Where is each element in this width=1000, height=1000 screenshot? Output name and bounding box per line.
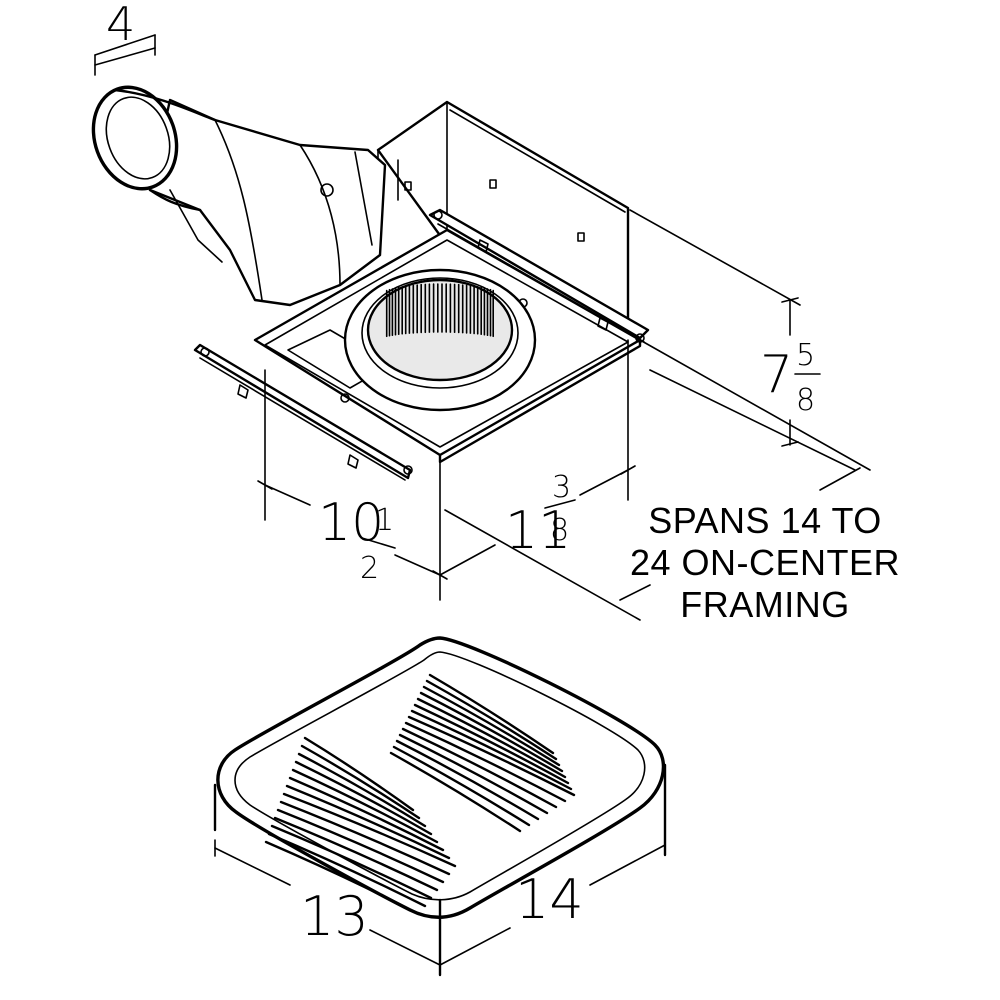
- housing-width-whole: 11: [505, 501, 571, 561]
- grille-louver: [267, 832, 427, 908]
- grille-louver: [291, 768, 439, 844]
- framing-note-line-3: FRAMING: [680, 584, 850, 625]
- grille-dimension-lines: [214, 836, 666, 966]
- grille-louver: [288, 776, 445, 852]
- housing-width-label: 11 3 8: [505, 470, 576, 561]
- housing-depth-whole: 10: [318, 493, 384, 553]
- grille-louvers: [264, 673, 576, 916]
- framing-note-line-1: SPANS 14 TO: [648, 500, 882, 541]
- housing-height-whole: 7: [760, 345, 793, 405]
- duct-connector: [91, 85, 387, 307]
- grille-louver: [419, 691, 564, 773]
- grille-louver: [425, 679, 558, 761]
- grille-louver: [407, 715, 576, 797]
- grille-louver: [401, 727, 558, 809]
- fan-housing: [376, 100, 630, 340]
- framing-note-line-2: 24 ON-CENTER: [629, 542, 901, 583]
- grille-louver: [300, 744, 421, 820]
- housing-width-denominator: 8: [550, 513, 569, 548]
- blower-wheel-blades: [385, 283, 495, 338]
- framing-note: SPANS 14 TO 24 ON-CENTER FRAMING: [600, 500, 930, 626]
- housing-depth-label: 10 1 2: [318, 493, 396, 586]
- grille-louver: [285, 784, 451, 860]
- grille-louver: [282, 792, 457, 868]
- duct-diameter-label: 4: [106, 0, 135, 51]
- housing-height-denominator: 8: [796, 383, 815, 418]
- grille-louver: [303, 736, 415, 812]
- grille-louver: [270, 824, 433, 900]
- housing-width-numerator: 3: [552, 470, 571, 505]
- grille-louver: [294, 760, 433, 836]
- grille-louver: [264, 840, 421, 916]
- grille-louver: [389, 751, 522, 833]
- grille-louver: [273, 816, 439, 892]
- grille-louver: [422, 685, 561, 767]
- housing-depth-numerator: 1: [375, 503, 394, 538]
- grille-depth-label: 13: [300, 885, 369, 948]
- grille-louver: [416, 697, 567, 779]
- housing-dimension-lines: [94, 34, 871, 621]
- grille-louver: [413, 703, 570, 785]
- grille-louver: [279, 800, 451, 876]
- grille: [213, 636, 667, 977]
- grille-louver: [428, 673, 555, 755]
- grille-louver: [276, 808, 445, 884]
- housing-depth-denominator: 2: [360, 551, 379, 586]
- mounting-frame: [193, 208, 650, 481]
- grille-louver: [395, 739, 540, 821]
- grille-louver: [410, 709, 573, 791]
- grille-width-label: 14: [515, 868, 584, 931]
- grille-louver: [392, 745, 531, 827]
- grille-louver: [404, 721, 567, 803]
- housing-height-label: 7 5 8: [760, 338, 821, 418]
- grille-louver: [398, 733, 549, 815]
- grille-louver: [297, 752, 427, 828]
- housing-height-numerator: 5: [796, 338, 815, 373]
